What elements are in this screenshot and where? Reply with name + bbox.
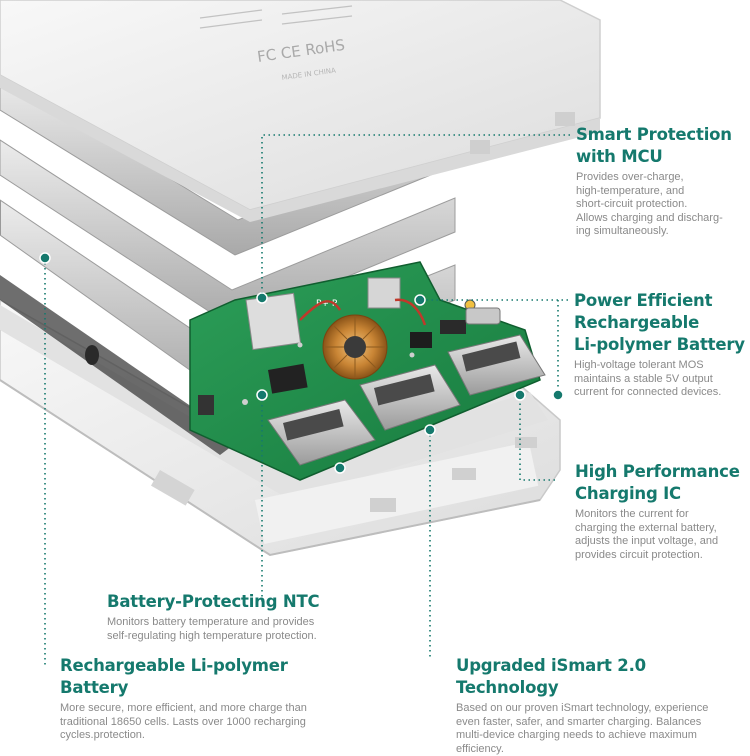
feature-title: Upgraded iSmart 2.0 Technology bbox=[456, 656, 646, 697]
feature-smart-protection: Smart Protection with MCU Provides over-… bbox=[576, 124, 748, 239]
usb-port-1 bbox=[267, 399, 376, 466]
feature-ismart-technology: Upgraded iSmart 2.0 Technology Based on … bbox=[456, 655, 748, 756]
callout-leader-lines bbox=[44, 134, 570, 665]
feature-title: Rechargeable Li-polymer Battery bbox=[60, 656, 288, 697]
feature-title: Power Efficient Rechargeable Li-polymer … bbox=[574, 291, 745, 354]
callout-dots bbox=[39, 252, 564, 474]
feature-description: High-voltage tolerant MOS maintains a st… bbox=[574, 359, 722, 398]
feature-description: Monitors the current for charging the ex… bbox=[575, 508, 719, 561]
micro-usb-port bbox=[465, 307, 501, 325]
board-terminal-marks: P+ P bbox=[316, 299, 338, 309]
usb-port-2 bbox=[359, 364, 461, 431]
feature-title: Battery-Protecting NTC bbox=[107, 592, 320, 611]
feature-li-polymer-battery: Rechargeable Li-polymer Battery More sec… bbox=[60, 655, 360, 743]
feature-description: Monitors battery temperature and provide… bbox=[107, 616, 317, 642]
feature-description: More secure, more efficient, and more ch… bbox=[60, 702, 307, 741]
feature-title: Smart Protection with MCU bbox=[576, 125, 732, 166]
feature-description: Based on our proven iSmart technology, e… bbox=[456, 702, 709, 755]
usb-port-3 bbox=[447, 334, 546, 396]
feature-battery-protecting-ntc: Battery-Protecting NTC Monitors battery … bbox=[107, 591, 377, 643]
feature-charging-ic: High Performance Charging IC Monitors th… bbox=[575, 461, 747, 562]
top-shell: FC CE RoHS MADE IN CHINA bbox=[0, 0, 601, 222]
feature-power-efficient-battery: Power Efficient Rechargeable Li-polymer … bbox=[574, 290, 746, 400]
circuit-board: P+ P bbox=[189, 261, 546, 481]
feature-title: High Performance Charging IC bbox=[575, 462, 740, 503]
feature-description: Provides over-charge, high-temperature, … bbox=[576, 171, 723, 237]
